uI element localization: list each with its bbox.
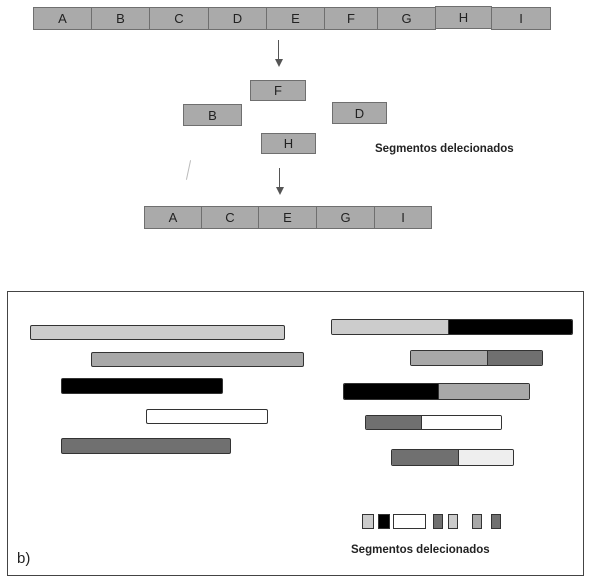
deleted-fragment — [378, 514, 390, 529]
bar-segment — [332, 320, 448, 334]
bar-segment — [411, 351, 487, 365]
stray-mark — [185, 160, 192, 180]
segment-c-original: C — [149, 7, 209, 30]
recombined-bar — [391, 449, 514, 466]
bar-segment — [487, 351, 542, 365]
recombined-bar — [410, 350, 543, 366]
segment-e-original: E — [266, 7, 325, 30]
deleted-segment-b: B — [183, 104, 242, 126]
bar-segment — [448, 320, 572, 334]
bar-segment — [421, 416, 501, 429]
deleted-fragment — [433, 514, 443, 529]
deleted-fragment — [393, 514, 426, 529]
segment-i-original: I — [491, 7, 551, 30]
segment-b-original: B — [91, 7, 150, 30]
bar-segment — [366, 416, 421, 429]
segment-g-original: G — [377, 7, 436, 30]
segment-i-result: I — [374, 206, 432, 229]
chromosome-bar — [61, 438, 231, 454]
bar-segment — [344, 384, 438, 399]
segment-e-result: E — [258, 206, 317, 229]
panel-b-frame: Segmentos delecionados b) — [7, 291, 584, 576]
segment-g-result: G — [316, 206, 375, 229]
bar-segment — [392, 450, 458, 465]
deleted-segment-f: F — [250, 80, 306, 101]
recombined-bar — [331, 319, 573, 335]
bar-segment — [438, 384, 529, 399]
deleted-segment-h: H — [261, 133, 316, 154]
deleted-fragment — [472, 514, 482, 529]
bar-segment — [458, 450, 513, 465]
chromosome-bar — [91, 352, 304, 367]
deleted-fragment — [448, 514, 458, 529]
deleted-segments-caption: Segmentos delecionados — [375, 143, 514, 155]
segment-f-original: F — [324, 7, 378, 30]
recombined-bar — [343, 383, 530, 400]
deleted-fragment — [362, 514, 374, 529]
chromosome-bar — [146, 409, 268, 424]
deleted-segments-caption-b: Segmentos delecionados — [351, 544, 490, 556]
segment-d-original: D — [208, 7, 267, 30]
deleted-fragment — [491, 514, 501, 529]
segment-a-result: A — [144, 206, 202, 229]
segment-a-original: A — [33, 7, 92, 30]
chromosome-bar — [61, 378, 223, 394]
segment-h-original: H — [435, 6, 492, 29]
panel-label: b) — [17, 550, 31, 567]
deleted-segment-d: D — [332, 102, 387, 124]
chromosome-bar — [30, 325, 285, 340]
recombined-bar — [365, 415, 502, 430]
segment-c-result: C — [201, 206, 259, 229]
